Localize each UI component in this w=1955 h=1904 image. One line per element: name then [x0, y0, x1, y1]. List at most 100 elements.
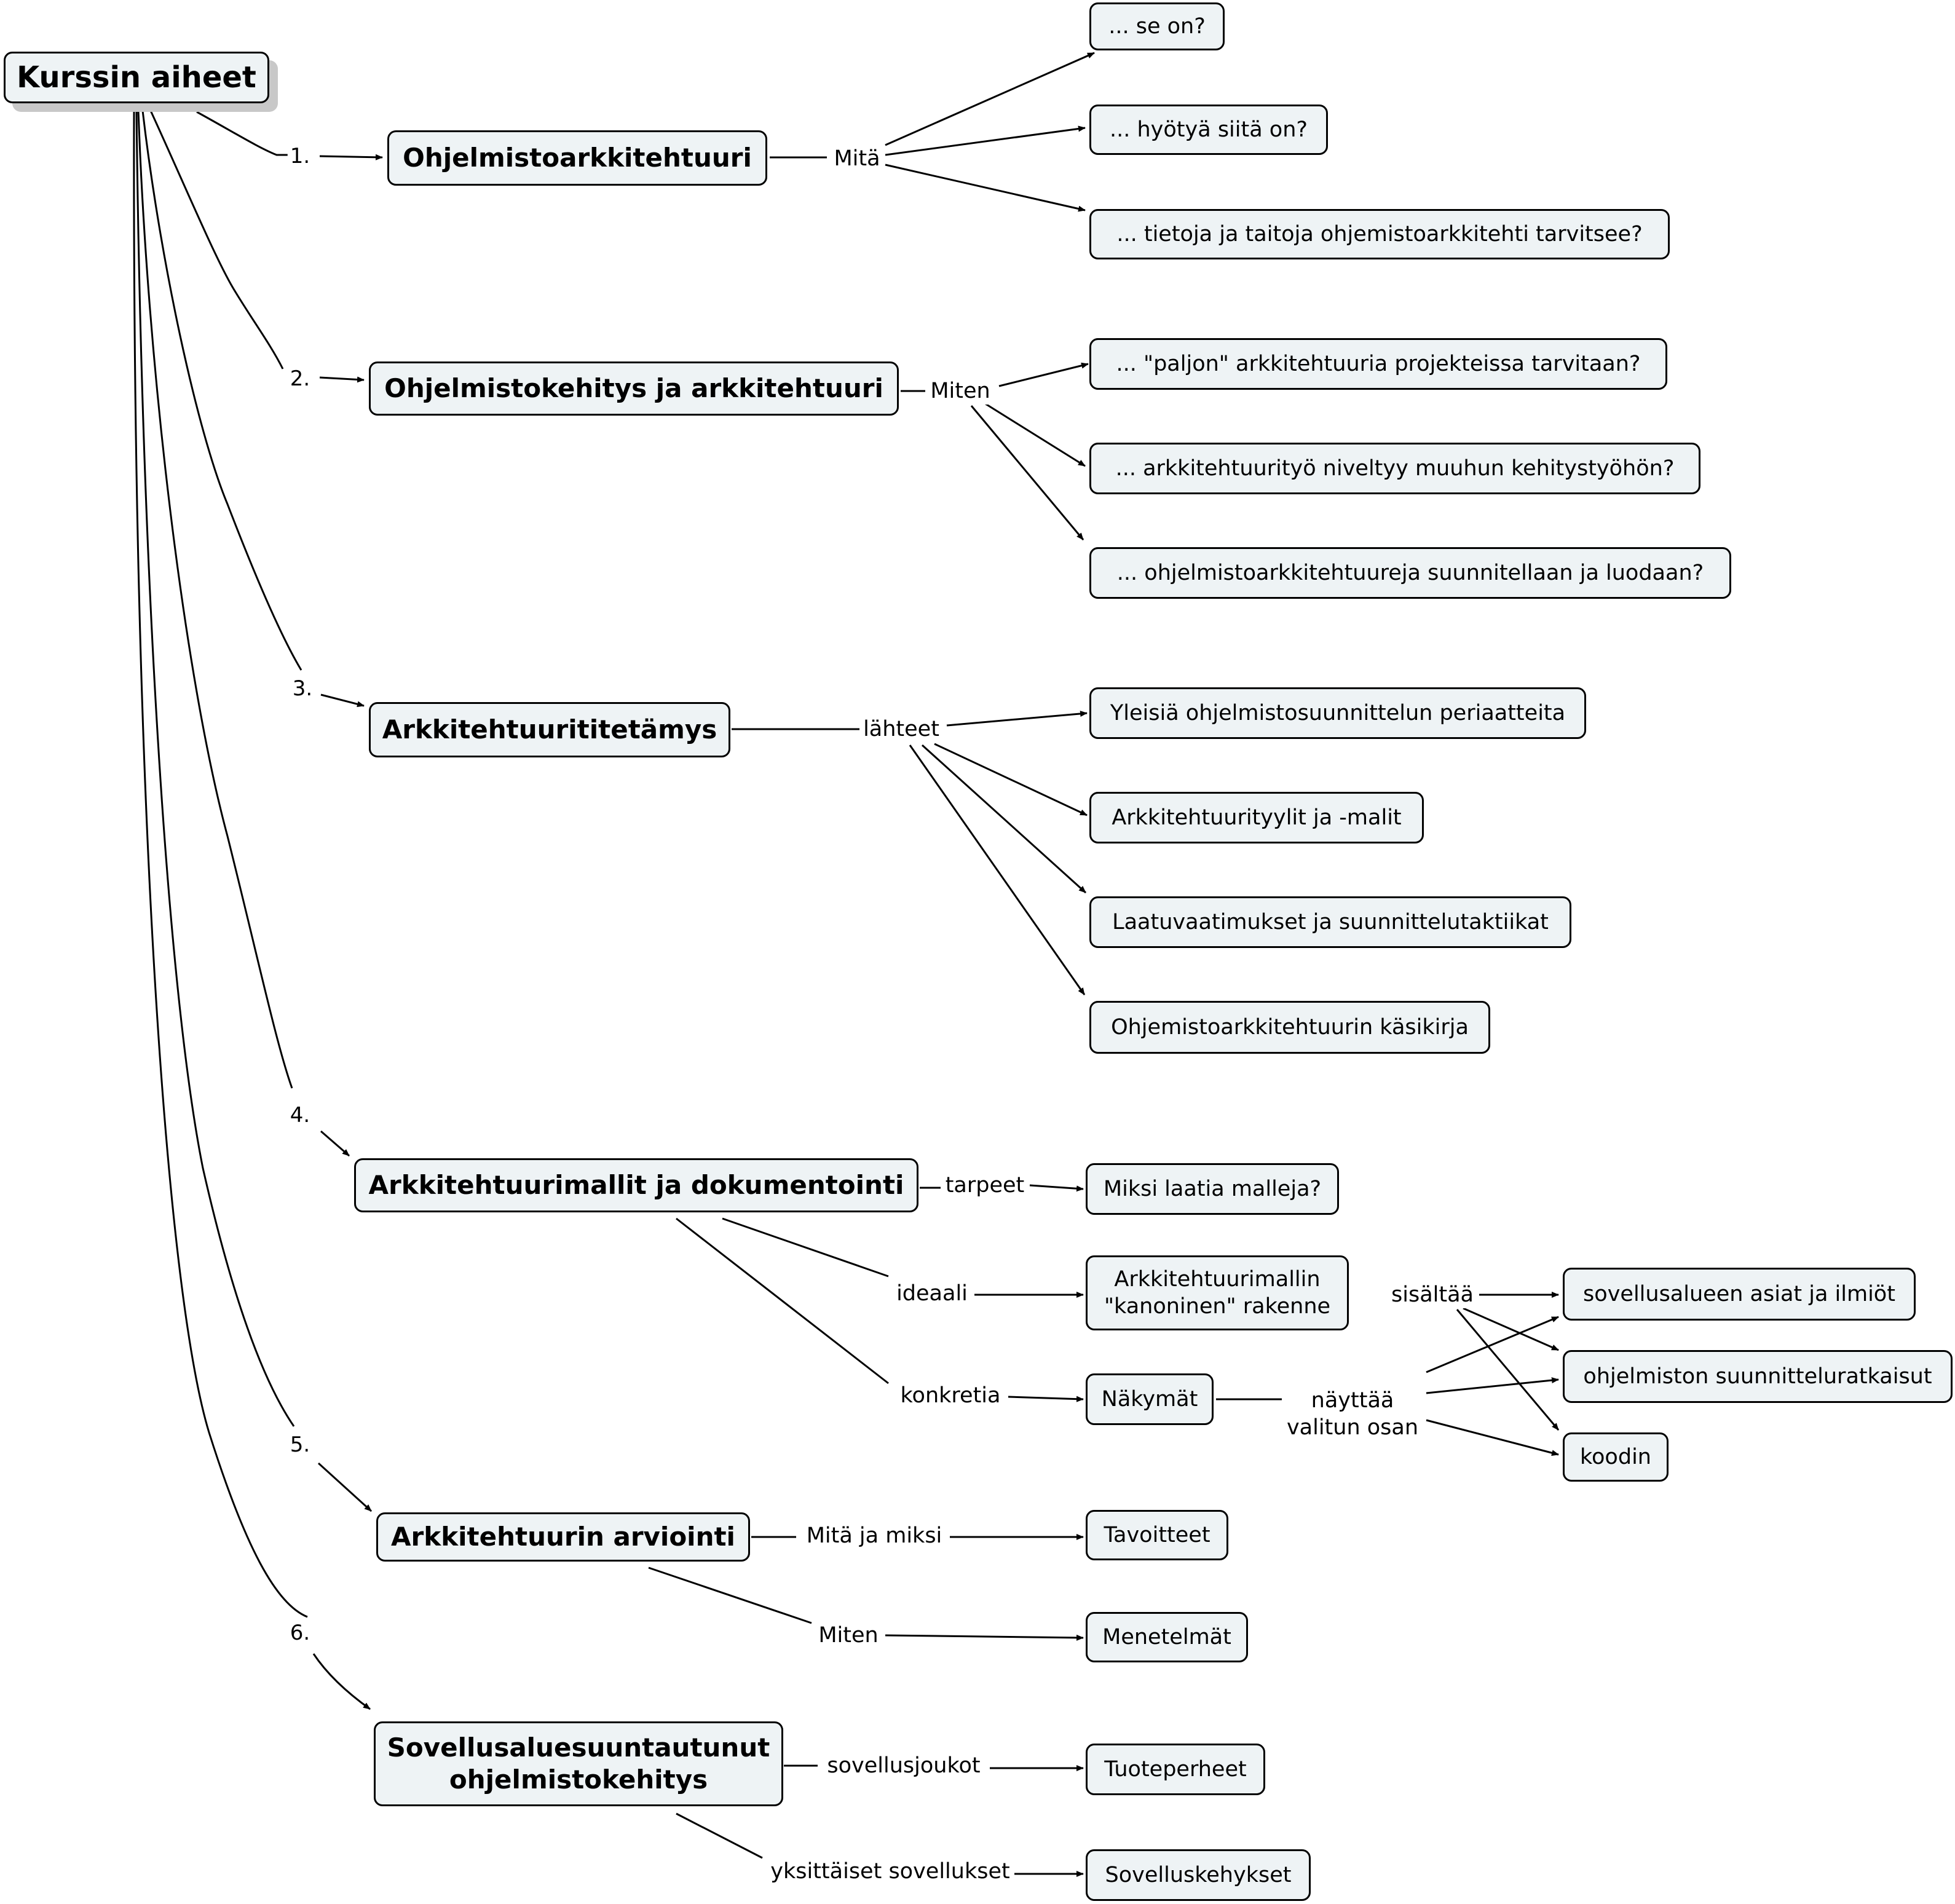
topic-arkkitehtuurin-arviointi: Arkkitehtuurin arviointi — [376, 1512, 750, 1562]
leaf-tavoitteet: Tavoitteet — [1086, 1510, 1228, 1560]
leaf-se-on-text: ... se on? — [1108, 14, 1206, 39]
leaf-kanoninen-rakenne-line2: "kanoninen" rakenne — [1104, 1294, 1331, 1319]
leaf-yleisia-periaatteita: Yleisiä ohjelmistosuunnittelun periaatte… — [1089, 687, 1586, 739]
link-t4-konkretia — [676, 1217, 889, 1385]
root-link-5 — [135, 110, 295, 1427]
leaf-tuoteperheet-text: Tuoteperheet — [1104, 1757, 1247, 1782]
topic-arkkitehtuurititetamys: Arkkitehtuurititetämys — [369, 702, 730, 757]
arrow-lahteet-l3a — [946, 710, 1088, 727]
arrow-lahteet-l3b — [934, 743, 1088, 816]
link-label-nayttaa-line1: näyttää — [1311, 1388, 1394, 1413]
leaf-paljon-arkkitehtuuria-text: ... "paljon" arkkitehtuuria projekteissa… — [1116, 352, 1641, 376]
number-6: 6. — [287, 1621, 313, 1645]
leaf-paljon-arkkitehtuuria: ... "paljon" arkkitehtuuria projekteissa… — [1089, 338, 1667, 390]
arrow-miten-l2c — [970, 405, 1084, 540]
link-t5-miten — [648, 1566, 812, 1624]
arrow-lahteet-l3c — [921, 744, 1087, 894]
arrow-mita-l1a — [885, 52, 1095, 146]
number-3: 3. — [290, 676, 315, 701]
num-arrow-4 — [320, 1130, 350, 1157]
arrow-mita-l1c — [885, 164, 1086, 212]
link-label-mita-ja-miksi: Mitä ja miksi — [804, 1522, 945, 1549]
link-label-konkretia: konkretia — [898, 1382, 1003, 1409]
number-4: 4. — [287, 1103, 313, 1128]
leaf-menetelmat: Menetelmät — [1086, 1612, 1248, 1662]
link-t6-yksittaiset — [676, 1812, 763, 1859]
leaf-laatuvaatimukset: Laatuvaatimukset ja suunnittelutaktiikat — [1089, 896, 1571, 948]
root-link-6 — [133, 110, 308, 1618]
arrow-miten-l2a — [998, 362, 1089, 387]
arrow-mita-l1b — [885, 125, 1086, 156]
topic-ohjelmistokehitys: Ohjelmistokehitys ja arkkitehtuuri — [369, 361, 899, 416]
root-link-4 — [137, 110, 293, 1089]
link-label-nayttaa: näyttää valitun osan — [1284, 1387, 1421, 1441]
leaf-hyotya: ... hyötyä siitä on? — [1089, 105, 1328, 155]
leaf-kasikirja: Ohjemistoarkkitehtuurin käsikirja — [1089, 1001, 1490, 1054]
topic-sovellusaluesuuntautunut: Sovellusaluesuuntautunut ohjelmistokehit… — [374, 1721, 783, 1806]
arrow-tarpeet-l4a — [1029, 1184, 1084, 1192]
root-node: Kurssin aiheet — [4, 52, 269, 103]
topic-ohjelmistoarkkitehtuuri: Ohjelmistoarkkitehtuuri — [387, 130, 767, 186]
leaf-sovellusalueen-asiat: sovellusalueen asiat ja ilmiöt — [1563, 1268, 1916, 1321]
leaf-miksi-laatia-malleja-text: Miksi laatia malleja? — [1103, 1177, 1322, 1201]
leaf-koodin-text: koodin — [1580, 1445, 1651, 1469]
topic-arkkitehtuurimallit: Arkkitehtuurimallit ja dokumentointi — [354, 1158, 918, 1212]
leaf-miksi-laatia-malleja: Miksi laatia malleja? — [1086, 1163, 1339, 1215]
arrow-nayttaa-l4e — [1426, 1377, 1559, 1394]
arrow-nayttaa-l4f — [1426, 1419, 1559, 1456]
leaf-arkkitehtuurityylit: Arkkitehtuurityylit ja -malit — [1089, 792, 1424, 843]
number-5: 5. — [287, 1432, 313, 1457]
leaf-kanoninen-rakenne: Arkkitehtuurimallin "kanoninen" rakenne — [1086, 1255, 1349, 1330]
topic-3-title: Arkkitehtuurititetämys — [382, 714, 717, 745]
leaf-tietoja-taitoja: ... tietoja ja taitoja ohjemistoarkkiteh… — [1089, 209, 1670, 259]
leaf-niveltyy-text: ... arkkitehtuurityö niveltyy muuhun keh… — [1115, 456, 1675, 481]
root-link-1 — [196, 111, 289, 156]
arrow-miten-l5b — [885, 1634, 1084, 1641]
leaf-hyotya-text: ... hyötyä siitä on? — [1110, 117, 1308, 142]
link-t4-ideaali — [722, 1217, 889, 1278]
num-arrow-1 — [319, 154, 383, 160]
leaf-se-on: ... se on? — [1089, 2, 1225, 50]
num-arrow-3 — [320, 693, 365, 708]
leaf-suunnitellaan-text: ... ohjelmistoarkkitehtuureja suunnitell… — [1116, 561, 1704, 585]
leaf-kanoninen-rakenne-line1: Arkkitehtuurimallin — [1114, 1267, 1321, 1292]
leaf-tietoja-taitoja-text: ... tietoja ja taitoja ohjemistoarkkiteh… — [1116, 222, 1643, 247]
root-title: Kurssin aiheet — [17, 60, 256, 95]
number-1: 1. — [287, 144, 313, 168]
link-label-lahteet: lähteet — [861, 716, 942, 743]
link-label-yksittaiset: yksittäiset sovellukset — [768, 1858, 1013, 1885]
link-label-sisaltaa: sisältää — [1389, 1281, 1476, 1308]
link-label-miten-5: Miten — [816, 1622, 881, 1649]
arrow-sisaltaa-l4f — [1456, 1309, 1560, 1431]
leaf-yleisia-periaatteita-text: Yleisiä ohjelmistosuunnittelun periaatte… — [1110, 701, 1566, 725]
leaf-koodin: koodin — [1563, 1432, 1669, 1482]
leaf-arkkitehtuurityylit-text: Arkkitehtuurityylit ja -malit — [1112, 805, 1402, 830]
topic-5-title: Arkkitehtuurin arviointi — [391, 1522, 735, 1552]
root-link-3 — [141, 110, 302, 671]
topic-1-title: Ohjelmistoarkkitehtuuri — [403, 143, 752, 173]
leaf-menetelmat-text: Menetelmät — [1102, 1625, 1231, 1649]
link-label-miten-2: Miten — [928, 377, 993, 405]
link-label-nayttaa-line2: valitun osan — [1286, 1415, 1419, 1440]
topic-6-title-line1: Sovellusaluesuuntautunut — [387, 1732, 770, 1763]
topic-6-title-line2: ohjelmistokehitys — [449, 1764, 708, 1795]
link-label-tarpeet: tarpeet — [942, 1172, 1027, 1199]
leaf-tuoteperheet: Tuoteperheet — [1086, 1744, 1265, 1795]
leaf-suunnitellaan: ... ohjelmistoarkkitehtuureja suunnitell… — [1089, 547, 1731, 599]
arrow-miten-l2b — [983, 401, 1086, 467]
arrow-lahteet-l3d — [909, 745, 1086, 995]
leaf-niveltyy: ... arkkitehtuurityö niveltyy muuhun keh… — [1089, 443, 1700, 494]
leaf-suunnitteluratkaisut-text: ohjelmiston suunnitteluratkaisut — [1583, 1364, 1932, 1389]
link-label-ideaali: ideaali — [894, 1280, 970, 1307]
leaf-sovellusalueen-asiat-text: sovellusalueen asiat ja ilmiöt — [1583, 1282, 1895, 1306]
number-2: 2. — [287, 366, 313, 391]
topic-2-title: Ohjelmistokehitys ja arkkitehtuuri — [384, 373, 883, 403]
num-arrow-2 — [319, 376, 365, 383]
arrow-sisaltaa-l4e — [1463, 1307, 1559, 1351]
leaf-nakymat-text: Näkymät — [1101, 1387, 1198, 1412]
leaf-sovelluskehykset-text: Sovelluskehykset — [1105, 1863, 1292, 1887]
num-arrow-5 — [317, 1462, 373, 1512]
arrow-nayttaa-l4d — [1426, 1316, 1559, 1373]
